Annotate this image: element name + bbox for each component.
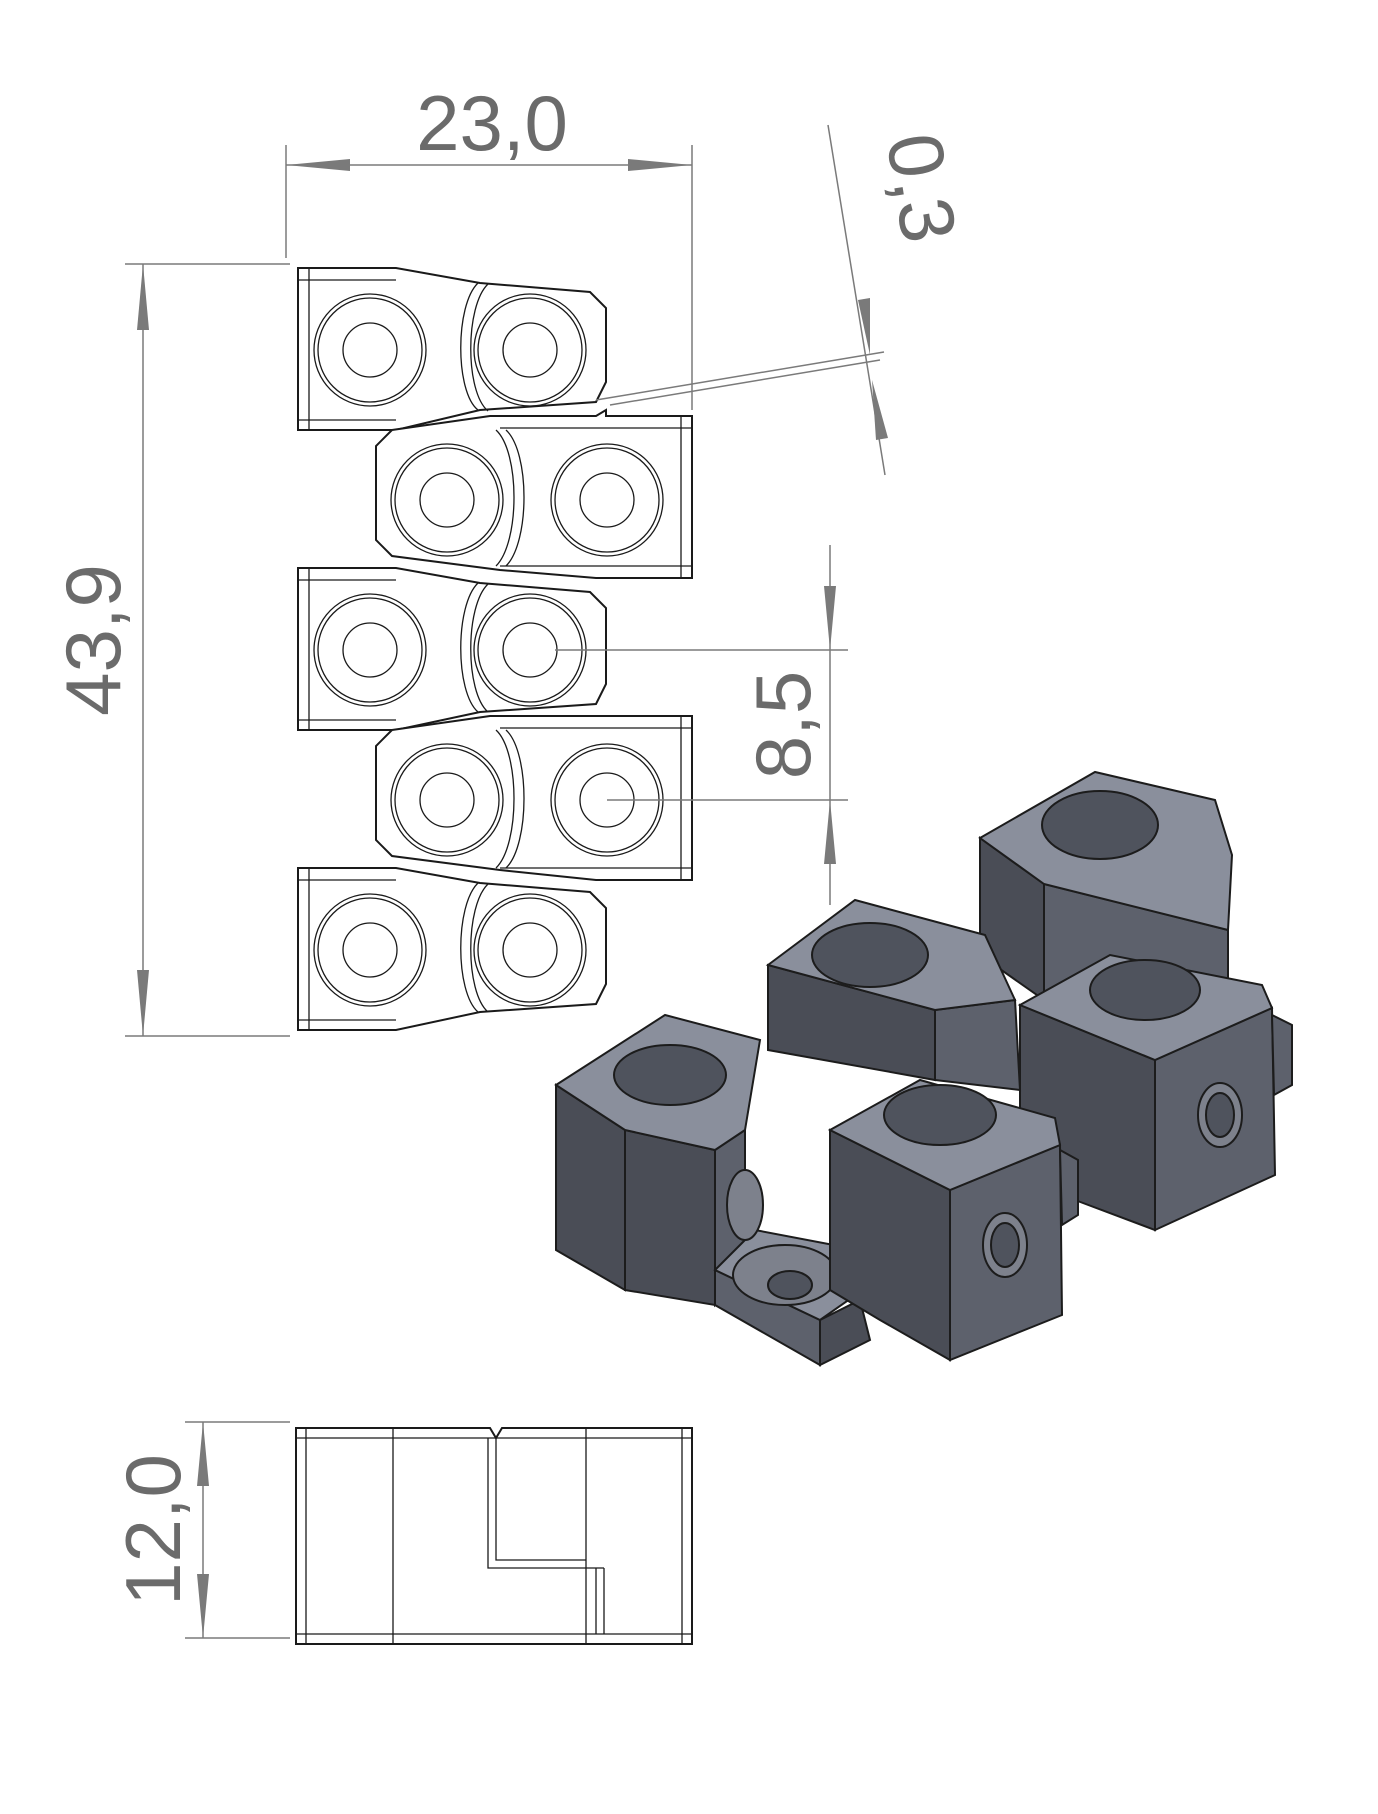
top-view <box>297 267 693 1031</box>
dimension-gap-label: 0,3 <box>870 127 974 248</box>
terminal-row-1 <box>297 267 607 431</box>
dimension-pitch: 8,5 <box>555 545 848 905</box>
dimension-thickness: 12,0 <box>109 1421 290 1639</box>
terminal-row-4 <box>375 715 693 881</box>
dimension-height-label: 43,9 <box>49 564 137 716</box>
dimension-gap: 0,3 <box>595 124 974 476</box>
dimension-pitch-label: 8,5 <box>739 671 827 779</box>
dimension-thickness-label: 12,0 <box>109 1454 197 1606</box>
isometric-view <box>554 770 1293 1367</box>
terminal-row-3 <box>297 567 607 731</box>
iso-block-middle <box>765 898 1022 1092</box>
terminal-row-5 <box>297 867 607 1031</box>
iso-block-front-right <box>827 1078 1079 1362</box>
terminal-row-2 <box>375 408 693 579</box>
dimension-width-label: 23,0 <box>416 79 568 167</box>
dimension-width: 23,0 <box>285 79 693 410</box>
iso-block-front <box>554 1013 872 1367</box>
side-view <box>295 1427 693 1645</box>
dimension-height: 43,9 <box>49 263 290 1037</box>
